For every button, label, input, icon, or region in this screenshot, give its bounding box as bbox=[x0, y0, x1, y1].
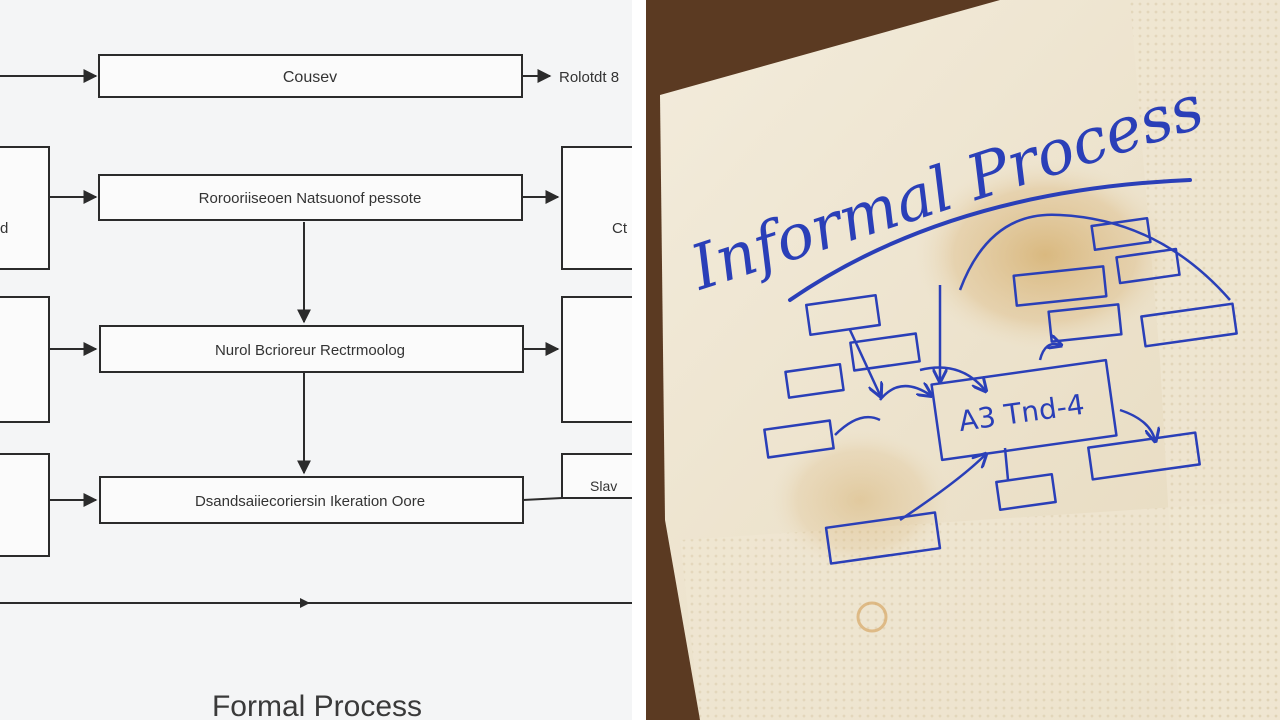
ink-center-box bbox=[930, 358, 1118, 462]
ink-arrow bbox=[879, 386, 930, 401]
ink-box bbox=[763, 419, 835, 459]
ink-sketch bbox=[763, 213, 1238, 565]
informal-process-photo: Informal Process bbox=[646, 0, 1280, 720]
ink-box bbox=[1140, 302, 1238, 348]
ink-box bbox=[1047, 303, 1123, 343]
side-box-left-3 bbox=[0, 453, 50, 557]
ink-arrow bbox=[919, 366, 985, 391]
ink-box bbox=[784, 362, 845, 399]
formal-process-diagram: Cousev Rolotdt 8 d Ct Slav Rorooriiseoen… bbox=[0, 0, 643, 720]
process-box-fourth-label: Dsandsaiiecoriersin Ikeration Oore bbox=[195, 493, 425, 510]
ink-box bbox=[805, 294, 881, 336]
ink-box bbox=[1087, 431, 1201, 481]
small-stain-ring bbox=[856, 601, 888, 633]
side-label-right-partial: Ct bbox=[612, 220, 628, 237]
process-box-fourth bbox=[99, 476, 524, 524]
ink-box bbox=[1090, 216, 1152, 252]
feedback-arrow-head bbox=[300, 598, 310, 608]
ink-arrow bbox=[1119, 408, 1155, 440]
process-box-second-label: Rorooriiseoen Natsuonof pessote bbox=[199, 190, 422, 207]
process-box-top-label: Cousev bbox=[283, 69, 337, 86]
ink-box bbox=[1115, 247, 1181, 285]
side-label-left-partial: d bbox=[0, 220, 8, 237]
ink-loop bbox=[958, 213, 1231, 301]
ink-box bbox=[849, 332, 921, 372]
flow-connector bbox=[522, 497, 563, 501]
ink-line bbox=[834, 415, 881, 436]
ink-box bbox=[995, 472, 1057, 512]
side-box-right-1 bbox=[561, 146, 643, 270]
ink-box bbox=[824, 511, 942, 565]
process-box-third bbox=[99, 325, 524, 373]
ink-arrow bbox=[848, 329, 880, 395]
coffee-stain-lower bbox=[770, 430, 950, 570]
ink-arrow bbox=[899, 455, 985, 522]
ink-underline bbox=[788, 178, 1192, 302]
side-box-right-2 bbox=[561, 296, 643, 423]
process-box-top bbox=[98, 54, 523, 98]
ink-line bbox=[1003, 447, 1010, 481]
process-box-third-label: Nurol Bcrioreur Rectrmoolog bbox=[215, 342, 405, 359]
coffee-stain bbox=[915, 160, 1175, 350]
side-label-bottom-right: Slav bbox=[590, 478, 617, 494]
side-box-left-1 bbox=[0, 146, 50, 270]
ink-arrow bbox=[1038, 344, 1060, 361]
ink-box bbox=[1012, 265, 1108, 307]
side-box-left-2 bbox=[0, 296, 50, 423]
formal-process-title: Formal Process bbox=[212, 690, 422, 720]
side-label-top-right: Rolotdt 8 bbox=[559, 69, 619, 86]
panel-divider bbox=[632, 0, 646, 720]
